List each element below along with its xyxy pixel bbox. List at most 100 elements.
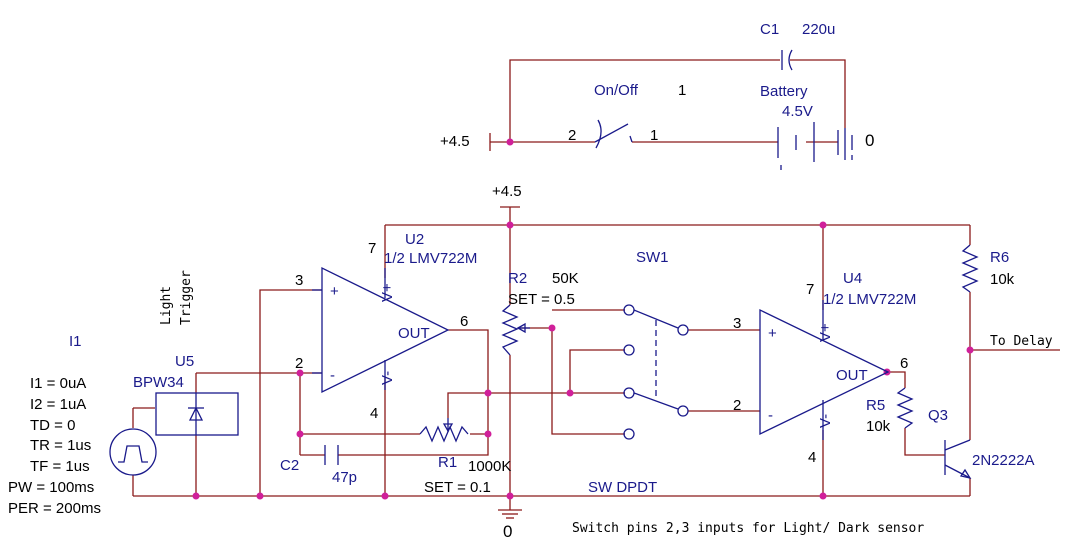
wires xyxy=(132,59,1060,510)
u4-pin4: 4 xyxy=(808,449,816,466)
u2-pin6: 6 xyxy=(460,313,468,330)
resistor-r5 xyxy=(896,387,914,429)
u2-ref: U2 xyxy=(405,231,424,248)
r1-value: 1000K xyxy=(468,458,511,475)
u4-in-plus: + xyxy=(768,325,777,342)
supply-symbols xyxy=(489,133,520,208)
c1-value: 220u xyxy=(802,21,835,38)
i1-ref: I1 xyxy=(69,333,82,350)
u2-out: OUT xyxy=(398,325,430,342)
battery-value: 4.5V xyxy=(782,103,813,120)
junction xyxy=(256,492,264,500)
u4-out: OUT xyxy=(836,367,868,384)
switch-pin2: 2 xyxy=(568,127,576,144)
junction xyxy=(506,138,514,146)
u4-in-minus: - xyxy=(768,407,773,424)
onoff-pin-top: 1 xyxy=(678,82,686,99)
r5-value: 10k xyxy=(866,418,891,435)
switch-note: Switch pins 2,3 inputs for Light/ Dark s… xyxy=(572,521,924,536)
junction xyxy=(296,369,304,377)
u2-vminus: V- xyxy=(379,371,396,385)
u2-pin3: 3 xyxy=(295,272,303,289)
switch-pin1: 1 xyxy=(650,127,658,144)
potentiometer-r2 xyxy=(501,304,530,356)
junction xyxy=(192,492,200,500)
onoff-label: On/Off xyxy=(594,82,639,99)
i1-param-2: I2 = 1uA xyxy=(30,396,86,413)
i1-param-6: PW = 100ms xyxy=(8,479,94,496)
sw1-ref: SW1 xyxy=(636,249,669,266)
labels: C1 220u On/Off 1 Battery 4.5V +4.5 2 1 0… xyxy=(8,21,1053,541)
u2-vplus: V+ xyxy=(379,283,396,302)
r2-set: SET = 0.5 xyxy=(508,291,575,308)
u2-pin2: 2 xyxy=(295,355,303,372)
r6-value: 10k xyxy=(990,271,1015,288)
c2-value: 47p xyxy=(332,469,357,486)
i1-param-1: I1 = 0uA xyxy=(30,375,86,392)
onoff-switch xyxy=(594,119,633,149)
u4-vplus: V+ xyxy=(817,323,834,342)
u4-pin7: 7 xyxy=(806,281,814,298)
switch-sw1 xyxy=(623,304,689,440)
junction-dots xyxy=(192,138,974,500)
capacitor-c2 xyxy=(324,445,339,465)
junction xyxy=(484,430,492,438)
battery-label: Battery xyxy=(760,83,808,100)
sw-dpdt-label: SW DPDT xyxy=(588,479,657,496)
battery-node: 0 xyxy=(865,131,874,150)
i1-param-4: TR = 1us xyxy=(30,437,91,454)
q3-ref: Q3 xyxy=(928,407,948,424)
q3-value: 2N2222A xyxy=(972,452,1035,469)
junction xyxy=(966,346,974,354)
u2-pin7: 7 xyxy=(368,240,376,257)
u2-value: 1/2 LMV722M xyxy=(384,250,477,267)
junction xyxy=(484,389,492,397)
supply-label-mid: +4.5 xyxy=(492,183,522,200)
u4-vminus: V- xyxy=(817,414,834,428)
i1-param-7: PER = 200ms xyxy=(8,500,101,517)
r1-set: SET = 0.1 xyxy=(424,479,491,496)
junction xyxy=(381,492,389,500)
i1-param-5: TF = 1us xyxy=(30,458,90,475)
u4-ref: U4 xyxy=(843,270,862,287)
i1-param-3: TD = 0 xyxy=(30,417,75,434)
junction xyxy=(296,430,304,438)
u4-pin6: 6 xyxy=(900,355,908,372)
junction xyxy=(506,221,514,229)
photodiode-u5 xyxy=(155,392,239,436)
u4-pin3: 3 xyxy=(733,315,741,332)
opamp-u2 xyxy=(312,266,450,394)
u2-in-minus: - xyxy=(330,367,335,384)
capacitor-c1 xyxy=(781,49,793,71)
trigger-label: Trigger xyxy=(179,270,194,325)
junction xyxy=(819,492,827,500)
u5-value: BPW34 xyxy=(133,374,184,391)
ground-symbol xyxy=(498,509,522,519)
r2-value: 50K xyxy=(552,270,579,287)
junction xyxy=(506,492,514,500)
ground-node: 0 xyxy=(503,522,512,541)
resistor-r6 xyxy=(961,244,979,293)
u2-in-plus: + xyxy=(330,283,339,300)
u5-ref: U5 xyxy=(175,353,194,370)
r1-ref: R1 xyxy=(438,454,457,471)
junction xyxy=(566,389,574,397)
opamp-u4 xyxy=(759,300,890,440)
u2-pin4: 4 xyxy=(370,405,378,422)
r2-ref: R2 xyxy=(508,270,527,287)
potentiometer-r1 xyxy=(419,418,469,443)
junction xyxy=(548,324,556,332)
transistor-q3 xyxy=(944,439,972,479)
light-label: Light xyxy=(159,286,174,325)
c2-ref: C2 xyxy=(280,457,299,474)
supply-label-left: +4.5 xyxy=(440,133,470,150)
to-delay-label: To Delay xyxy=(990,334,1053,349)
junction xyxy=(819,221,827,229)
battery-symbol xyxy=(777,122,853,170)
r5-ref: R5 xyxy=(866,397,885,414)
u4-value: 1/2 LMV722M xyxy=(823,291,916,308)
c1-ref: C1 xyxy=(760,21,779,38)
u4-pin2: 2 xyxy=(733,397,741,414)
r6-ref: R6 xyxy=(990,249,1009,266)
